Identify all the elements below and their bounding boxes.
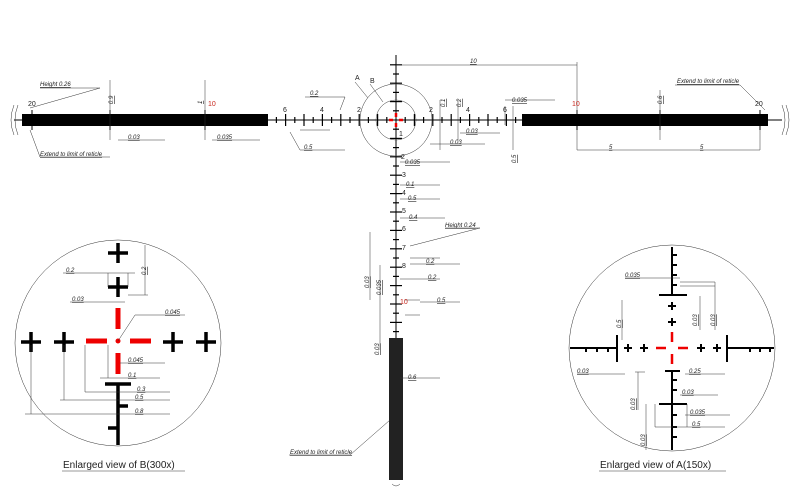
dim-label: 0.5	[617, 319, 623, 328]
number-label: 8	[402, 263, 406, 270]
number-label: 7	[402, 245, 406, 252]
dim-label: 0.8	[135, 409, 144, 415]
extend-label: Extend to limit of reticle	[40, 152, 103, 158]
dim-label: 0.035	[217, 135, 233, 141]
number-label: 6	[503, 107, 507, 114]
dim-label: 0.045	[165, 310, 181, 316]
dim-label: 0.03	[682, 390, 694, 396]
number-label: 6	[402, 226, 406, 233]
number-label: 10	[400, 299, 408, 306]
left-thick-bar	[22, 114, 268, 126]
dim-label: 0.03	[365, 276, 371, 288]
number-label: 2	[357, 107, 361, 114]
dimension-lines	[29, 62, 766, 456]
dim-label: 0.045	[128, 358, 144, 364]
dim-label: 0.035	[690, 410, 706, 416]
reticle-ticks	[31, 64, 761, 333]
number-label: 20	[28, 101, 36, 108]
dim-label: 0.3	[137, 387, 146, 393]
dim-label: 0.2	[428, 275, 437, 281]
extend-label: Extend to limit of reticle	[677, 79, 740, 85]
dim-label: 5	[609, 145, 613, 151]
dim-label: 0.1	[441, 99, 447, 107]
center-red-cross	[389, 113, 403, 127]
dim-label: 0.4	[409, 215, 418, 221]
enlarged-view-a: 0.035 0.03 0.03 0.5 0.03 0.25 0.03 0.03 …	[568, 244, 776, 472]
dim-label: 0.03	[375, 343, 381, 355]
view-a-red-cross	[656, 332, 688, 364]
number-label: 6	[283, 107, 287, 114]
dim-label: 0.2	[142, 266, 148, 275]
enlarged-view-b: 0.2 0.2 0.03 0.045 0.045 0.1 0.3 0.5 0.8…	[14, 239, 222, 472]
callout-a-label: A	[355, 75, 360, 82]
circle-a	[359, 83, 433, 157]
dim-label: 0.6	[408, 375, 417, 381]
bottom-thick-bar	[389, 338, 403, 480]
dim-label: 0.03	[641, 434, 647, 446]
dim-label: 0.03	[577, 369, 589, 375]
dim-label: 0.035	[377, 279, 383, 295]
number-label: 3	[402, 172, 406, 179]
dim-label: 0.03	[128, 135, 140, 141]
dim-label: 0.5	[408, 196, 417, 202]
dim-label: 0.035	[405, 160, 421, 166]
dim-label: 0.5	[512, 154, 518, 163]
number-label: 4	[320, 107, 324, 114]
callout-b-label: B	[370, 78, 375, 85]
dim-label: 1	[198, 101, 204, 104]
horizontal-numbers: 20 10 6 4 2 2 4 6 10 20	[28, 101, 763, 114]
number-label: 4	[466, 107, 470, 114]
extend-label: Extend to limit of reticle	[290, 450, 353, 456]
dim-label: 0.1	[128, 373, 136, 379]
dim-label: 0.9	[109, 95, 115, 104]
view-b-crosses	[21, 243, 216, 445]
dim-label: 0.2	[66, 268, 75, 274]
view-a-dimension-lines	[577, 277, 730, 450]
number-label: 2	[401, 154, 405, 161]
number-label: 2	[429, 107, 433, 114]
number-label: 4	[402, 190, 406, 197]
view-b-caption: Enlarged view of B(300x)	[63, 460, 175, 471]
dim-label: 0.5	[692, 422, 701, 428]
view-a-circle	[568, 244, 776, 452]
dim-label: 0.2	[457, 98, 463, 107]
dim-label: 0.5	[304, 145, 313, 151]
dim-label: 0.6	[658, 95, 664, 104]
number-label: 1	[399, 131, 403, 138]
view-a-caption: Enlarged view of A(150x)	[600, 460, 711, 471]
dim-label: 5	[700, 145, 704, 151]
number-label: 10	[208, 101, 216, 108]
dim-label: 0.5	[135, 395, 144, 401]
number-label: 5	[402, 208, 406, 215]
view-b-circle	[14, 239, 222, 447]
dim-label: 0.25	[689, 369, 701, 375]
dim-label: 0.03	[693, 314, 699, 326]
right-thick-bar	[522, 114, 768, 126]
break-marks	[10, 104, 790, 487]
dim-label: 0.035	[512, 98, 528, 104]
main-reticle: 10 A B Height 0.26 0.9 1 0.03 0.035 Exte…	[10, 55, 790, 487]
number-label: 20	[755, 101, 763, 108]
circle-b	[375, 99, 417, 141]
dim-label: 0.5	[437, 298, 446, 304]
dim-label: 0.2	[310, 91, 319, 97]
dim-label: 0.2	[426, 259, 435, 265]
dim-label: 0.03	[72, 297, 84, 303]
dim-label: 0.03	[711, 314, 717, 326]
vertical-numbers: 1 2 3 4 5 6 7 8 10	[399, 131, 408, 306]
dim-label: 10	[470, 59, 477, 65]
view-a-reticle	[570, 247, 774, 450]
height-label: Height 0.26	[40, 82, 71, 88]
dim-label: 0.03	[466, 129, 478, 135]
dim-label: 0.035	[625, 273, 641, 279]
view-b-dimension-lines	[25, 245, 185, 415]
view-b-red-cross	[86, 308, 151, 374]
height-label: Height 0.24	[445, 223, 476, 229]
number-label: 10	[572, 101, 580, 108]
dim-label: 0.03	[631, 398, 637, 410]
dim-label: 0.1	[406, 182, 414, 188]
dim-label: 0.03	[450, 140, 462, 146]
